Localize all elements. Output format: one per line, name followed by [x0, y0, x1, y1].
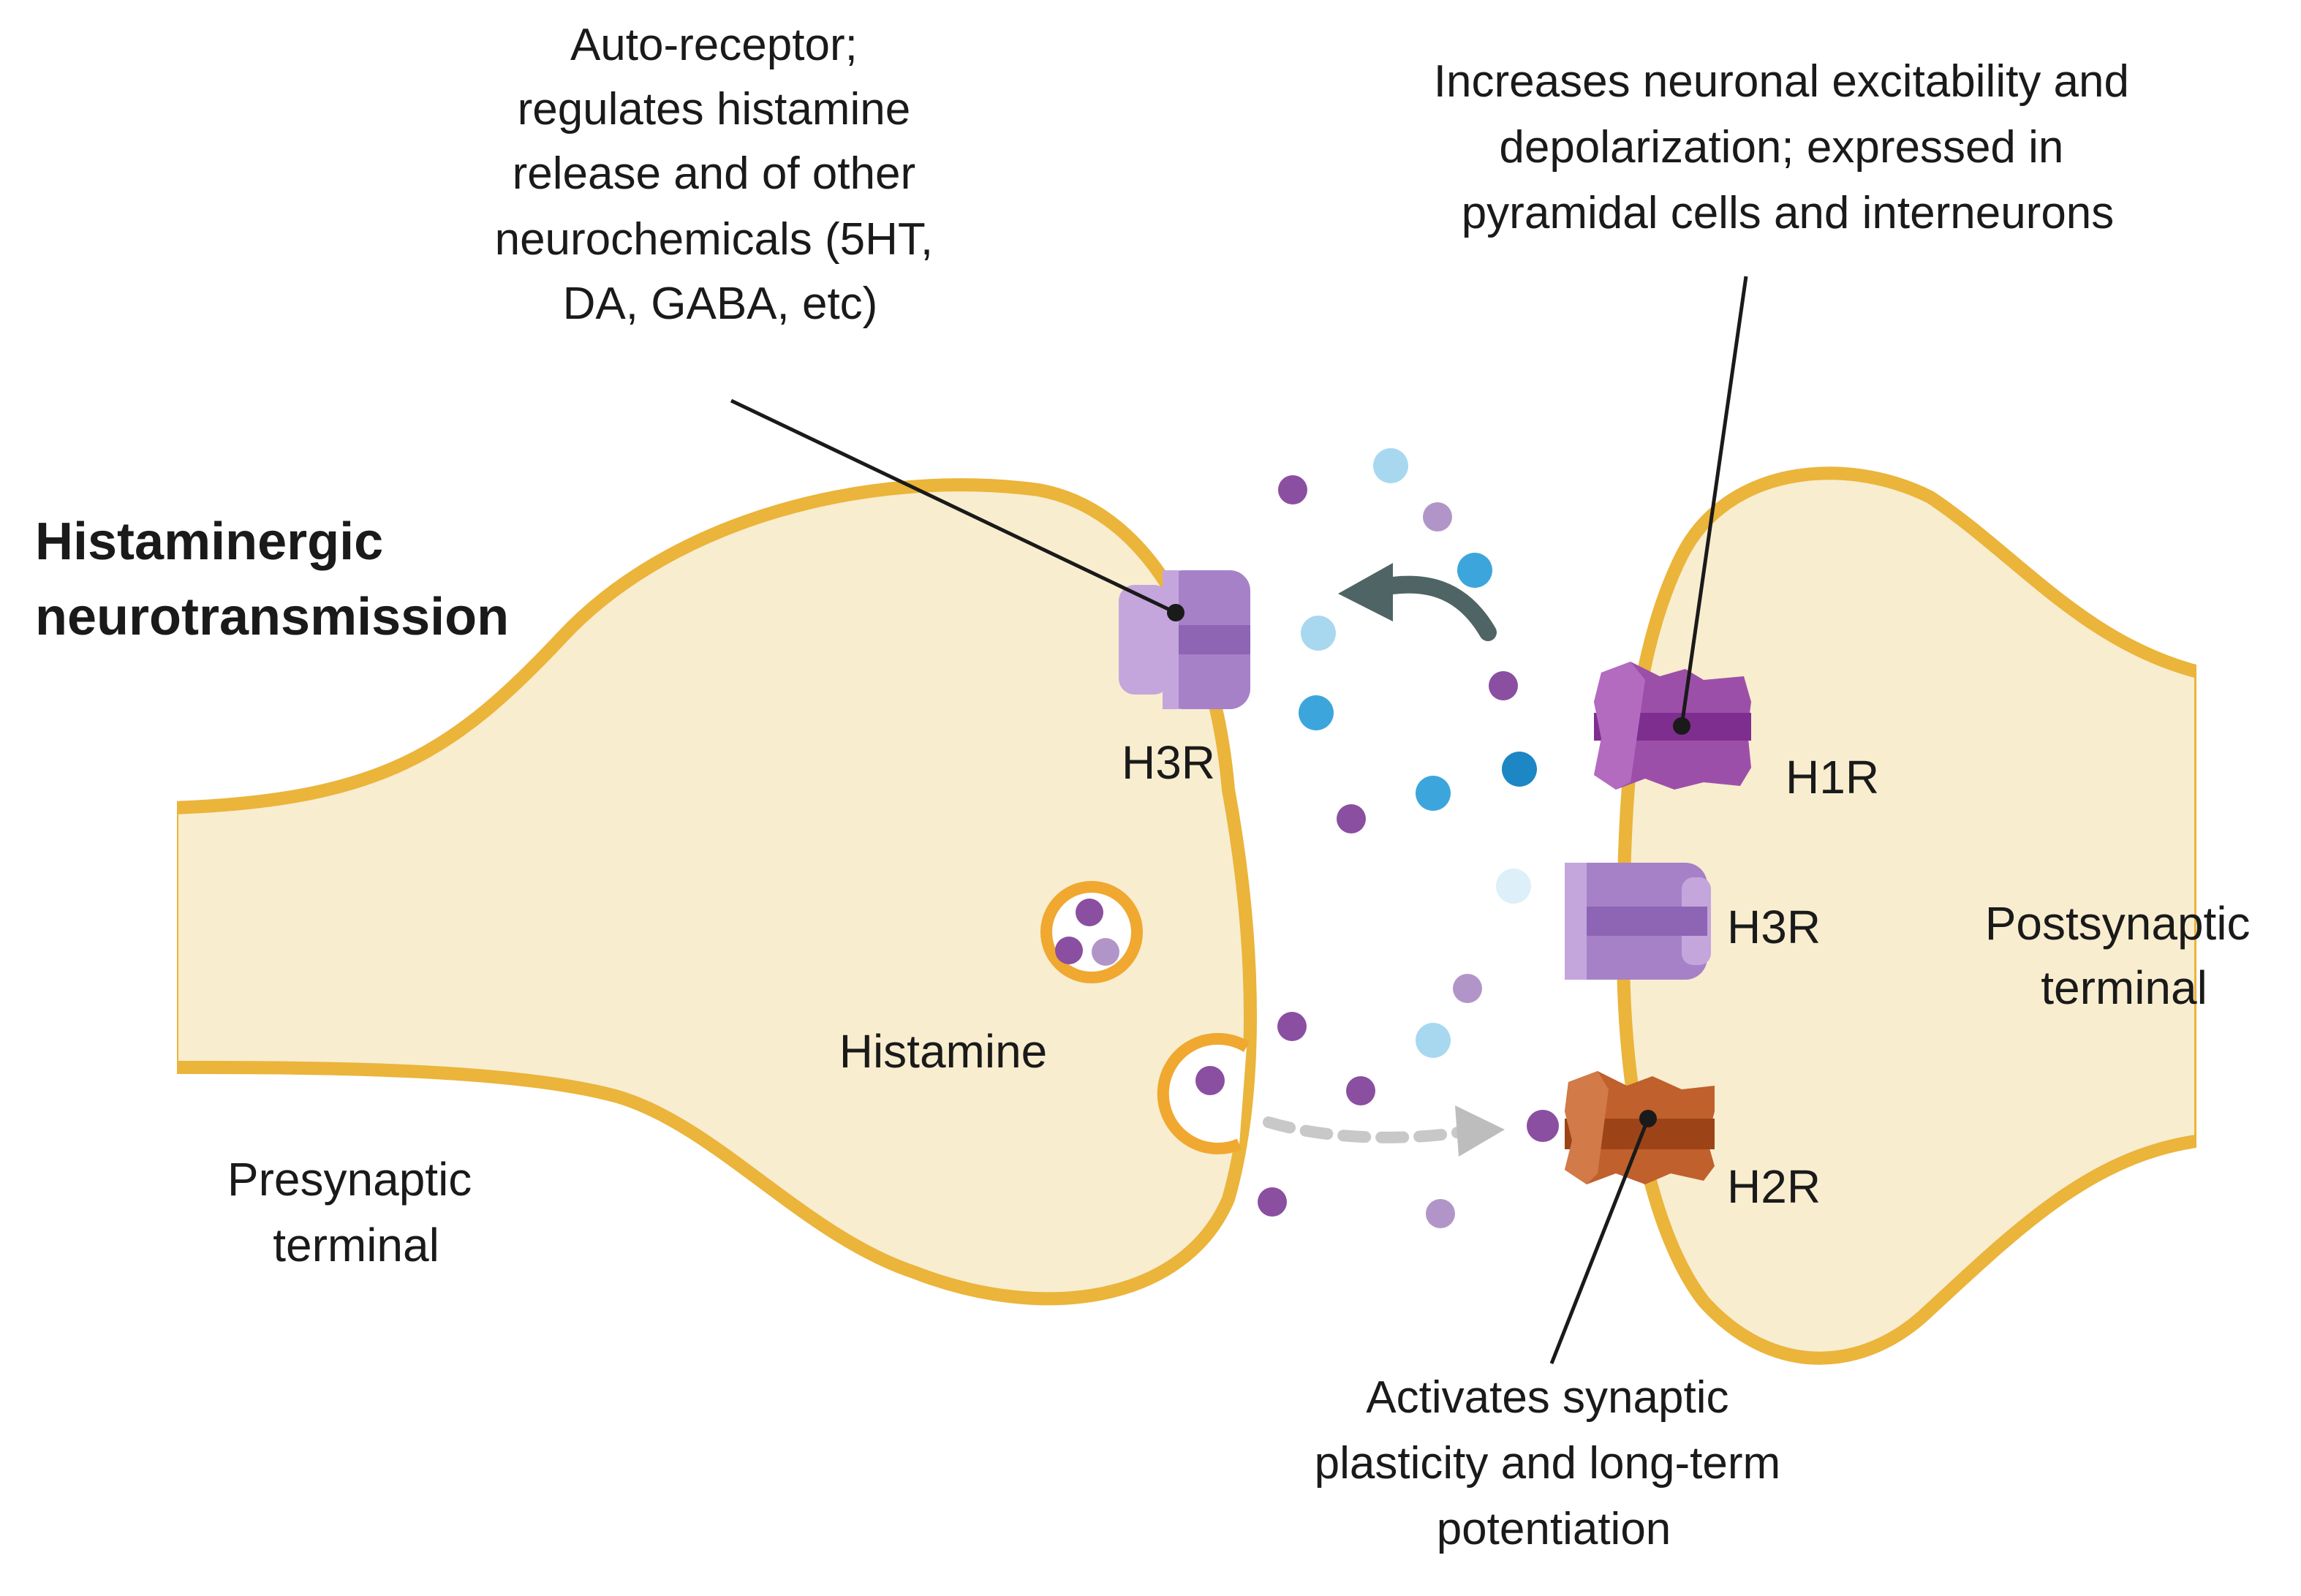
h3r-presynaptic-receptor — [1119, 570, 1250, 709]
reuptake-arrowhead — [1338, 563, 1393, 621]
h1r-effect-annotation: Increases neuronal excitability and depo… — [1434, 56, 2142, 238]
histamine-molecules — [1258, 448, 1559, 1228]
histamine-vesicle — [1040, 881, 1143, 983]
h1r-receptor — [1594, 662, 1751, 790]
h2r-receptor — [1565, 1071, 1715, 1184]
release-arrowhead — [1455, 1105, 1505, 1157]
fusing-vesicle — [1157, 1032, 1250, 1154]
h2r-effect-annotation: Activates synaptic plasticity and long-t… — [1315, 1372, 1794, 1554]
axon-cut-mask — [146, 790, 177, 1082]
h2r-leader-dot — [1639, 1110, 1657, 1127]
h1r-label: H1R — [1786, 751, 1879, 803]
dendrite-cut-mask — [2196, 643, 2240, 1170]
postsynaptic-terminal-label: Postsynaptic terminal — [1985, 897, 2264, 1014]
h2r-leader-line — [1549, 1118, 1650, 1364]
release-arrow — [1263, 1116, 1468, 1143]
h1r-leader-dot — [1673, 717, 1690, 735]
h1r-leader-line — [1680, 276, 1748, 727]
presynaptic-terminal-label: Presynaptic terminal — [227, 1153, 485, 1271]
diagram-title: Histaminergic neurotransmission — [35, 513, 509, 646]
h3r-leader-line — [730, 398, 1177, 615]
h3r-postsynaptic-receptor — [1565, 863, 1711, 980]
histamine-label: Histamine — [839, 1025, 1048, 1078]
h3r-leader-dot — [1167, 604, 1184, 621]
h3r-autoreceptor-annotation: Auto-receptor; regulates histamine relea… — [495, 20, 946, 329]
h3r-presynaptic-label: H3R — [1122, 736, 1215, 789]
presynaptic-terminal — [165, 478, 1257, 1306]
h3r-postsynaptic-label: H3R — [1727, 901, 1821, 953]
h2r-label: H2R — [1727, 1160, 1821, 1213]
